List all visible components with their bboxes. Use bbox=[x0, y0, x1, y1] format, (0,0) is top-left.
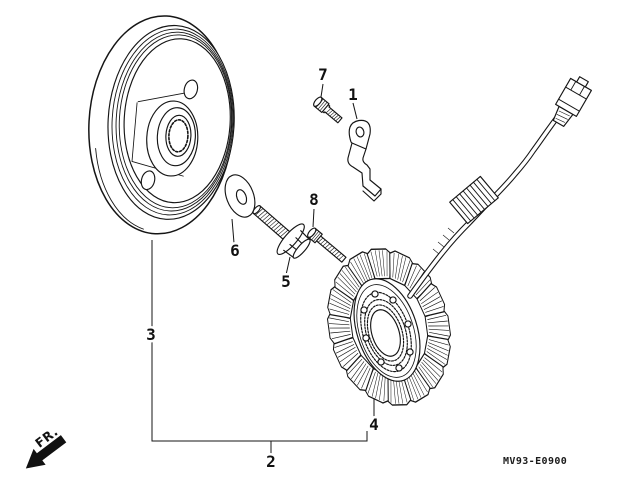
diagram-code: MV93-E0900 bbox=[503, 456, 567, 467]
wire-sleeve-hatch bbox=[432, 227, 455, 255]
leader-7 bbox=[320, 83, 324, 98]
wire-tape-wrap bbox=[449, 175, 499, 225]
stator bbox=[326, 248, 452, 406]
rotor-bolt-hole-bottom bbox=[140, 170, 156, 191]
flywheel-rotor bbox=[88, 15, 235, 235]
wire-clamp-bracket bbox=[347, 119, 382, 202]
stator-screw-8 bbox=[307, 227, 347, 263]
socket-bolt-7 bbox=[313, 96, 343, 124]
leader-8 bbox=[312, 208, 315, 228]
callout-4: 4 bbox=[369, 415, 379, 434]
callout-3: 3 bbox=[146, 325, 156, 344]
washer bbox=[224, 174, 256, 218]
callout-leaders bbox=[151, 83, 375, 454]
callout-5: 5 bbox=[281, 272, 291, 291]
rotor-hub bbox=[146, 100, 199, 177]
connector-latch bbox=[576, 76, 589, 88]
callout-7: 7 bbox=[318, 65, 328, 84]
leader-5 bbox=[285, 256, 291, 276]
callout-6: 6 bbox=[230, 241, 240, 260]
leader-1 bbox=[352, 102, 358, 120]
callout-2: 2 bbox=[266, 452, 276, 471]
stator-mount-plate bbox=[353, 278, 421, 382]
wire-connector bbox=[552, 76, 592, 127]
callout-1: 1 bbox=[348, 85, 358, 104]
callout-8: 8 bbox=[309, 190, 319, 209]
rotor-bolt-hole-top bbox=[183, 79, 199, 100]
flange-bolt bbox=[252, 205, 311, 259]
group-line-3-2-4 bbox=[151, 240, 368, 442]
fr-arrow: FR. bbox=[25, 424, 67, 469]
leader-6 bbox=[231, 218, 235, 244]
front-direction-arrow-icon bbox=[25, 435, 67, 469]
stator-wire bbox=[407, 116, 559, 299]
